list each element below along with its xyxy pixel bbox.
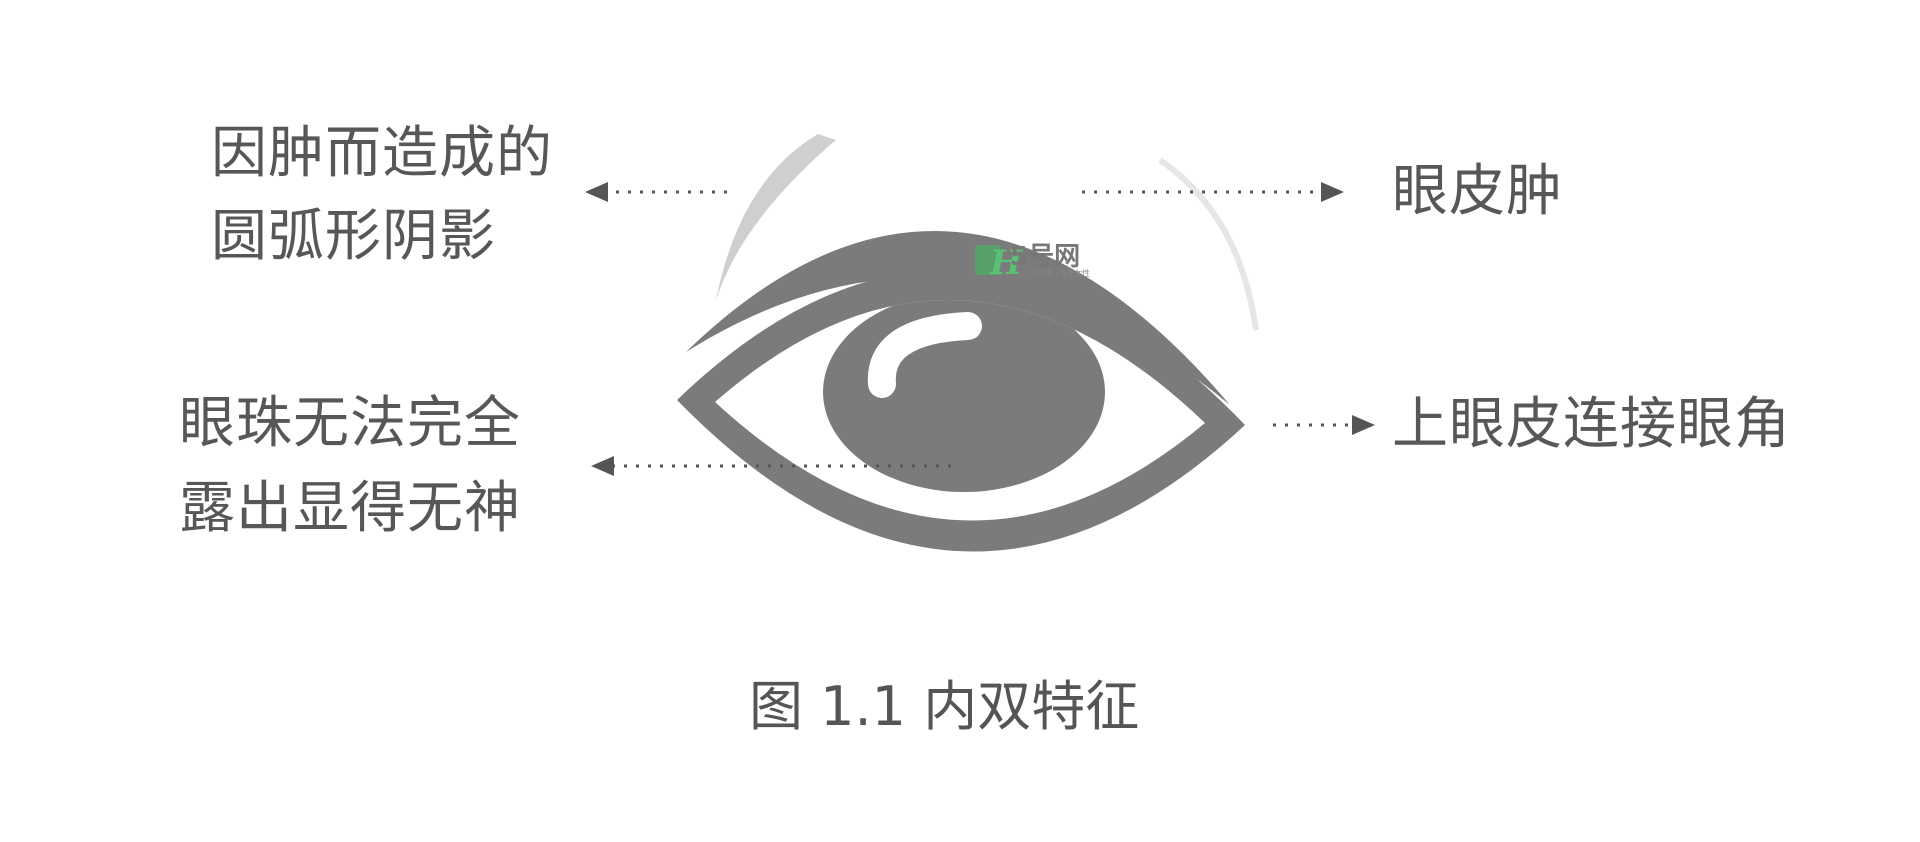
label-bottom-right: 上眼皮连接眼角 bbox=[1392, 392, 1791, 457]
label-top-right: 眼皮肿 bbox=[1392, 159, 1563, 224]
svg-text:H: H bbox=[989, 243, 1024, 283]
arrow-top-right bbox=[1082, 182, 1344, 202]
arrow-bottom-right bbox=[1273, 415, 1375, 435]
label-bottom-left-line1: 眼珠无法完全 bbox=[179, 391, 521, 456]
label-top-left-line2: 圆弧形阴影 bbox=[211, 204, 496, 269]
upper-eyelid-band bbox=[686, 231, 1230, 405]
watermark-logo: H bbox=[975, 243, 1024, 283]
iris-highlight bbox=[867, 312, 982, 398]
right-shadow-arc bbox=[1158, 157, 1259, 331]
arrow-bottom-left bbox=[591, 456, 953, 476]
figure-caption: 图 1.1 内双特征 bbox=[749, 675, 1140, 738]
arrow-top-left bbox=[585, 182, 732, 202]
watermark-subtext: 520号 · 5号女性 bbox=[1030, 269, 1090, 278]
watermark-text: 5号网 bbox=[1010, 242, 1081, 272]
label-top-left-line1: 因肿而造成的 bbox=[211, 121, 553, 186]
label-bottom-left-line2: 露出显得无神 bbox=[179, 476, 521, 541]
